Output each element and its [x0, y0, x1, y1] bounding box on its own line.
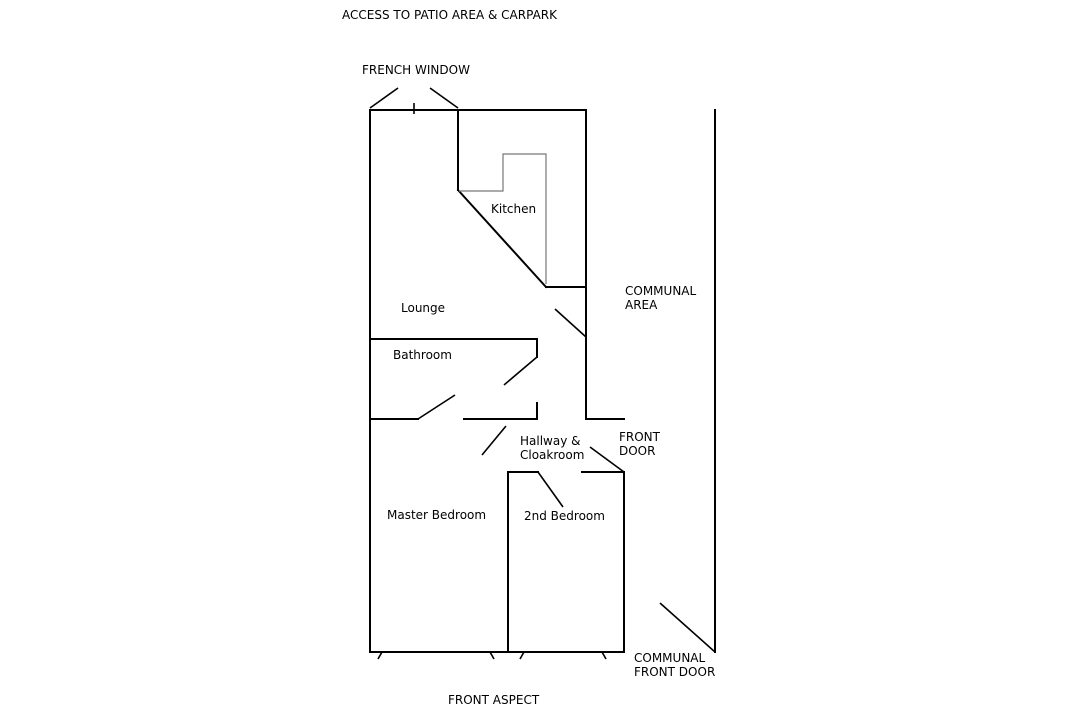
lounge-label: Lounge — [401, 301, 446, 315]
walls — [369, 109, 716, 653]
kitchen-units — [459, 153, 547, 284]
kitchen-label: Kitchen — [491, 202, 537, 216]
front-aspect-label: FRONT ASPECT — [448, 693, 540, 707]
front-door-label: FRONT DOOR — [619, 430, 660, 458]
hallway-label: Hallway & Cloakroom — [520, 434, 585, 462]
french-window-label: FRENCH WINDOW — [362, 63, 470, 77]
communal-area-label: COMMUNAL AREA — [625, 284, 697, 312]
doors — [369, 87, 716, 660]
access-label: ACCESS TO PATIO AREA & CARPARK — [342, 8, 557, 22]
second-bedroom-label: 2nd Bedroom — [524, 509, 605, 523]
master-bedroom-label: Master Bedroom — [387, 508, 487, 522]
communal-front-door-label: COMMUNAL FRONT DOOR — [634, 651, 716, 679]
bathroom-label: Bathroom — [393, 348, 452, 362]
